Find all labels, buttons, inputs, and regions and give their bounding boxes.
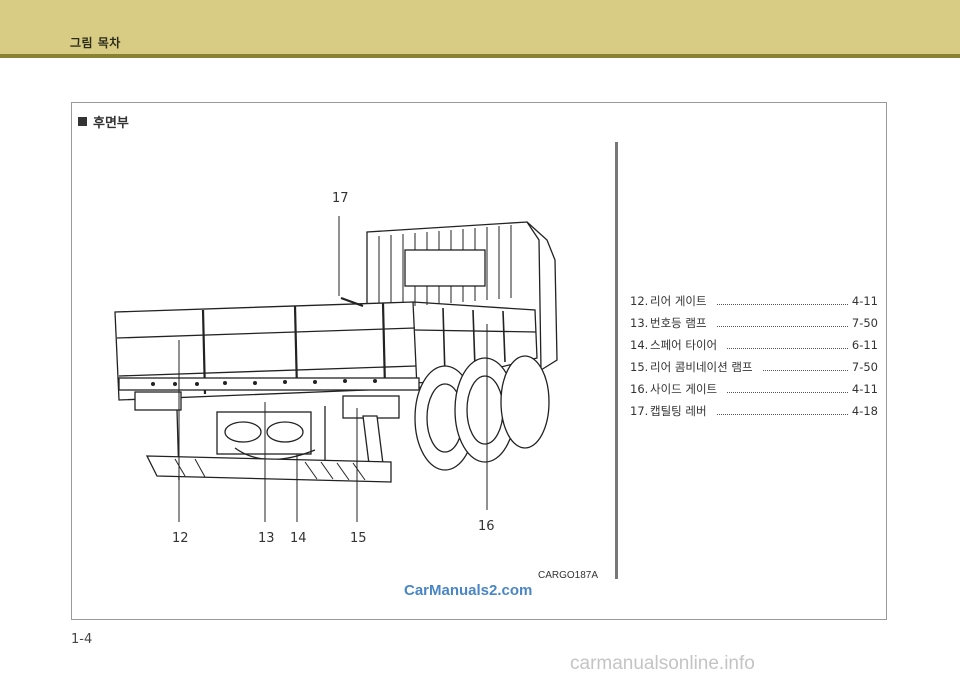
- toc-item-number: 16.: [630, 382, 649, 396]
- callout-17: 17: [332, 191, 349, 206]
- leader-dots: [727, 348, 848, 349]
- toc-item-label: 리어 게이트: [650, 294, 707, 308]
- toc-item[interactable]: 15. 리어 콤비네이션 램프 7-50: [630, 359, 878, 381]
- page-header-title: 그림 목차: [70, 36, 121, 50]
- toc-item-page: 4-11: [851, 382, 878, 396]
- header-rule: [0, 54, 960, 58]
- toc-item-page: 7-50: [851, 316, 878, 330]
- figure-code: CARGO187A: [538, 570, 599, 581]
- toc-item-page: 7-50: [851, 360, 878, 374]
- toc-item[interactable]: 17. 캡틸팅 레버 4-18: [630, 403, 878, 425]
- toc-item-label: 캡틸팅 레버: [650, 404, 707, 418]
- square-bullet-icon: [78, 117, 87, 126]
- callout-14: 14: [290, 531, 307, 546]
- toc-item-number: 12.: [630, 294, 649, 308]
- toc-item-page: 6-11: [851, 338, 878, 352]
- toc-item-label: 사이드 게이트: [650, 382, 718, 396]
- toc-item-label: 리어 콤비네이션 램프: [650, 360, 753, 374]
- section-title-text: 후면부: [93, 116, 129, 131]
- bottom-watermark: carmanualsonline.info: [570, 653, 755, 674]
- toc-item-label: 번호등 램프: [650, 316, 707, 330]
- toc-item-number: 15.: [630, 360, 649, 374]
- toc-item[interactable]: 16. 사이드 게이트 4-11: [630, 381, 878, 403]
- callout-16: 16: [478, 519, 495, 534]
- toc-item[interactable]: 13. 번호등 램프 7-50: [630, 315, 878, 337]
- toc-item-number: 13.: [630, 316, 649, 330]
- watermark-link[interactable]: CarManuals2.com: [404, 582, 533, 599]
- toc-item-number: 17.: [630, 404, 649, 418]
- toc-item-page: 4-18: [851, 404, 878, 418]
- leader-dots: [762, 370, 848, 371]
- figure-index-list: 12. 리어 게이트 4-11 13. 번호등 램프 7-50 14. 스페어 …: [630, 293, 878, 425]
- toc-item-number: 14.: [630, 338, 649, 352]
- toc-item-label: 스페어 타이어: [650, 338, 718, 352]
- leader-dots: [727, 392, 848, 393]
- leader-dots: [716, 326, 848, 327]
- section-title: 후면부: [78, 112, 129, 131]
- page-number: 1-4: [71, 632, 93, 647]
- toc-item[interactable]: 12. 리어 게이트 4-11: [630, 293, 878, 315]
- toc-item-page: 4-11: [851, 294, 878, 308]
- column-divider: [615, 142, 618, 579]
- callout-13: 13: [258, 531, 275, 546]
- leader-dots: [716, 304, 848, 305]
- header-band: [0, 0, 960, 54]
- truck-rear-illustration: 12 13 14 15 16 17: [114, 191, 558, 546]
- callout-12: 12: [172, 531, 189, 546]
- callout-15: 15: [350, 531, 367, 546]
- leader-dots: [716, 414, 848, 415]
- toc-item[interactable]: 14. 스페어 타이어 6-11: [630, 337, 878, 359]
